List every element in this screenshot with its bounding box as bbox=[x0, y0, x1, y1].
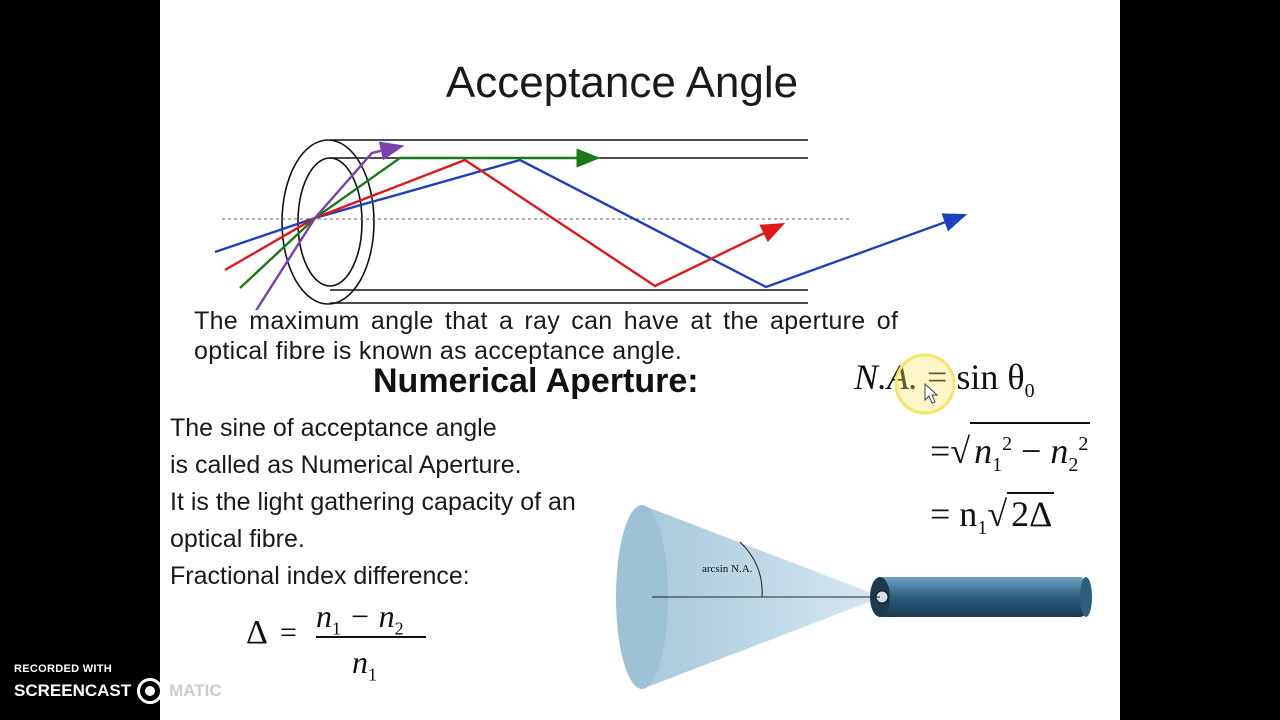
acceptance-cone-illustration: arcsin N.A. bbox=[616, 505, 1092, 689]
description-line: optical fibre. bbox=[170, 525, 305, 553]
slide: Acceptance Angle The maximum angle that … bbox=[160, 0, 1120, 720]
na-rhs: = sin θ0 bbox=[927, 357, 1035, 403]
watermark-brand-a: SCREENCAST bbox=[14, 681, 132, 700]
cursor-highlight bbox=[894, 353, 956, 415]
watermark-brand-b: MATIC bbox=[169, 681, 222, 700]
watermark-brand: SCREENCAST MATIC bbox=[14, 678, 222, 704]
ray-green bbox=[239, 148, 601, 289]
definition-line-2: optical fibre is known as acceptance ang… bbox=[194, 337, 683, 365]
numerical-aperture-description: The sine of acceptance angle is called a… bbox=[170, 410, 576, 595]
cone-label: arcsin N.A. bbox=[702, 563, 753, 575]
watermark-recorded-with: RECORDED WITH bbox=[14, 663, 113, 675]
delta-symbol: Δ bbox=[246, 614, 268, 651]
description-line: It is the light gathering capacity of an bbox=[170, 488, 576, 516]
na-equation-2: =√n12 − n22 bbox=[930, 422, 1091, 485]
na-equation-3: = n1√2Δ bbox=[930, 492, 1055, 540]
ray-blue bbox=[214, 158, 968, 289]
na-equation-1: N.A. = sin θ0 bbox=[854, 356, 1035, 403]
definition-line-1: The maximum angle that a ray can have at… bbox=[194, 307, 899, 335]
fibre-ray-diagram bbox=[214, 139, 968, 310]
ray-red bbox=[224, 158, 786, 288]
formula-denominator: n1 bbox=[352, 644, 377, 685]
formula-numerator: n1 − n2 bbox=[316, 598, 404, 639]
fraction-bar bbox=[316, 636, 426, 638]
description-line: The sine of acceptance angle bbox=[170, 414, 497, 442]
equals-sign: = bbox=[280, 616, 297, 649]
description-line: is called as Numerical Aperture. bbox=[170, 451, 522, 479]
description-line: Fractional index difference: bbox=[170, 562, 470, 590]
record-icon bbox=[137, 678, 164, 704]
na-lhs: N.A. bbox=[854, 357, 919, 397]
acceptance-definition: The maximum angle that a ray can have at… bbox=[194, 306, 898, 366]
screencast-watermark: RECORDED WITH SCREENCAST MATIC bbox=[14, 663, 222, 704]
ray-purple bbox=[254, 141, 405, 310]
numerical-aperture-heading: Numerical Aperture: bbox=[373, 362, 699, 400]
slide-title: Acceptance Angle bbox=[445, 58, 799, 107]
mouse-pointer-icon bbox=[924, 382, 939, 404]
